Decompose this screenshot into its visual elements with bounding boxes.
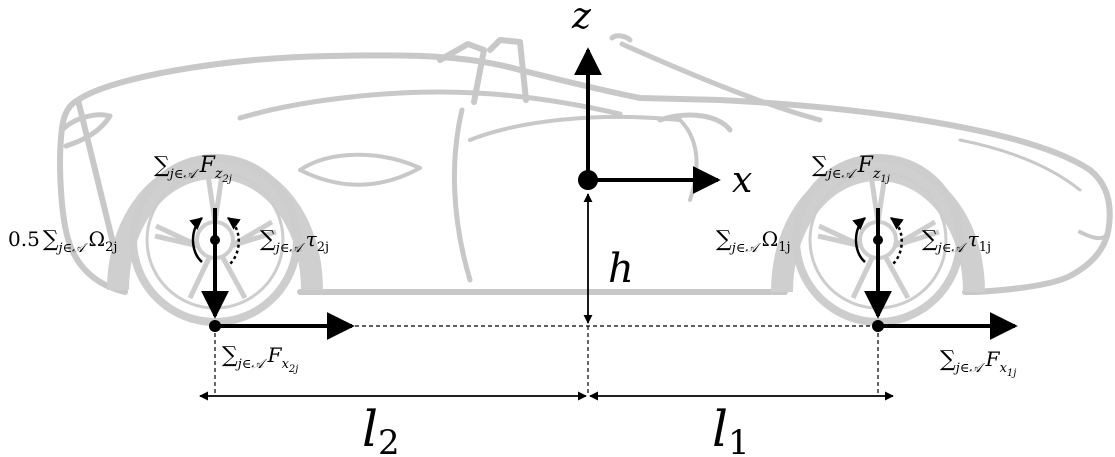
front-contact-dot <box>872 320 884 332</box>
front-hub-dot <box>873 235 883 245</box>
rear-tau-arc <box>226 216 241 265</box>
front-omega-arc <box>852 217 866 263</box>
z-axis-label: z <box>571 0 592 37</box>
x-axis-label: x <box>732 160 752 201</box>
front-tau-arc <box>889 216 904 265</box>
h-label: h <box>608 246 634 292</box>
center-of-gravity-dot <box>578 170 598 190</box>
rear-hub-dot <box>210 235 220 245</box>
rear-omega-arc <box>189 217 203 263</box>
car-silhouette <box>57 33 1113 295</box>
l1-label: l1 <box>712 400 750 457</box>
rear-contact-dot <box>209 320 221 332</box>
l2-label: l2 <box>362 400 400 457</box>
wheel-arches <box>107 156 985 293</box>
